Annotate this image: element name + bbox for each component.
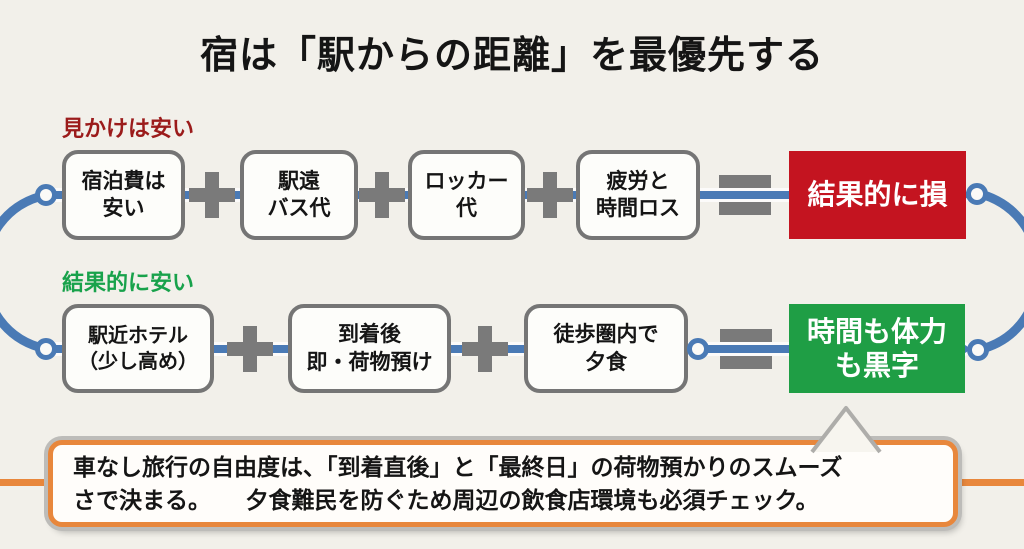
page-title: 宿は「駅からの距離」を最優先する [199,35,824,77]
callout-side-line [958,479,1024,486]
row-actual-label: 結果的に安い [62,270,195,295]
connector-node-icon [966,183,988,205]
connector-node-icon [35,184,57,206]
box-line: 即・荷物預け [306,350,433,374]
callout-pointer [810,406,882,454]
box-locker-fee: ロッカー 代 [408,150,525,240]
box-line: バス代 [267,197,331,220]
box-fatigue-time-loss: 疲労と 時間ロス [576,150,700,240]
box-line: 代 [456,197,477,220]
equals-icon [719,175,771,215]
box-line: 徒歩圏内で [553,323,659,347]
box-luggage-drop: 到着後 即・荷物預け [288,304,451,393]
box-bus-fare: 駅遠 バス代 [240,150,358,240]
result-text: 結果的に損 [807,179,948,211]
connector-node-icon [967,339,989,361]
callout-text-line: 車なし旅行の自由度は、「到着直後」と「最終日」の荷物預かりのスムーズ [73,454,843,481]
box-line: 到着後 [338,323,401,347]
plus-icon [189,172,235,218]
callout-side-line [0,479,48,486]
box-line: 駅近ホテル [88,324,188,347]
result-text: 時間も体力 [806,315,947,347]
box-line: ロッカー [424,169,509,193]
box-line: 時間ロス [596,197,680,220]
plus-icon [462,326,508,372]
box-line: （少し高め） [78,350,198,373]
box-dinner-walkable: 徒歩圏内で 夕食 [524,304,688,393]
row-apparent-label: 見かけは安い [62,116,195,141]
callout-note: 車なし旅行の自由度は、「到着直後」と「最終日」の荷物預かりのスムーズ さで決まる… [48,440,958,527]
connector-node-icon [35,338,57,360]
plus-icon [359,172,405,218]
box-line: 宿泊費は [81,169,166,193]
equals-icon [720,329,772,369]
result-text: も黒字 [834,349,919,381]
callout-text-line: さで決まる。 夕食難民を防ぐため周辺の飲食店環境も必須チェック。 [73,486,819,513]
connector-node-icon [687,338,709,360]
result-loss: 結果的に損 [789,151,966,239]
box-station-hotel: 駅近ホテル （少し高め） [62,304,214,393]
box-lodging-cheap: 宿泊費は 安い [62,150,185,240]
box-line: 疲労と [606,169,670,193]
box-line: 夕食 [585,350,627,374]
result-profit: 時間も体力 も黒字 [789,304,965,393]
plus-icon [227,326,273,372]
plus-icon [527,172,573,218]
box-line: 駅遠 [278,169,320,193]
box-line: 安い [102,197,145,220]
